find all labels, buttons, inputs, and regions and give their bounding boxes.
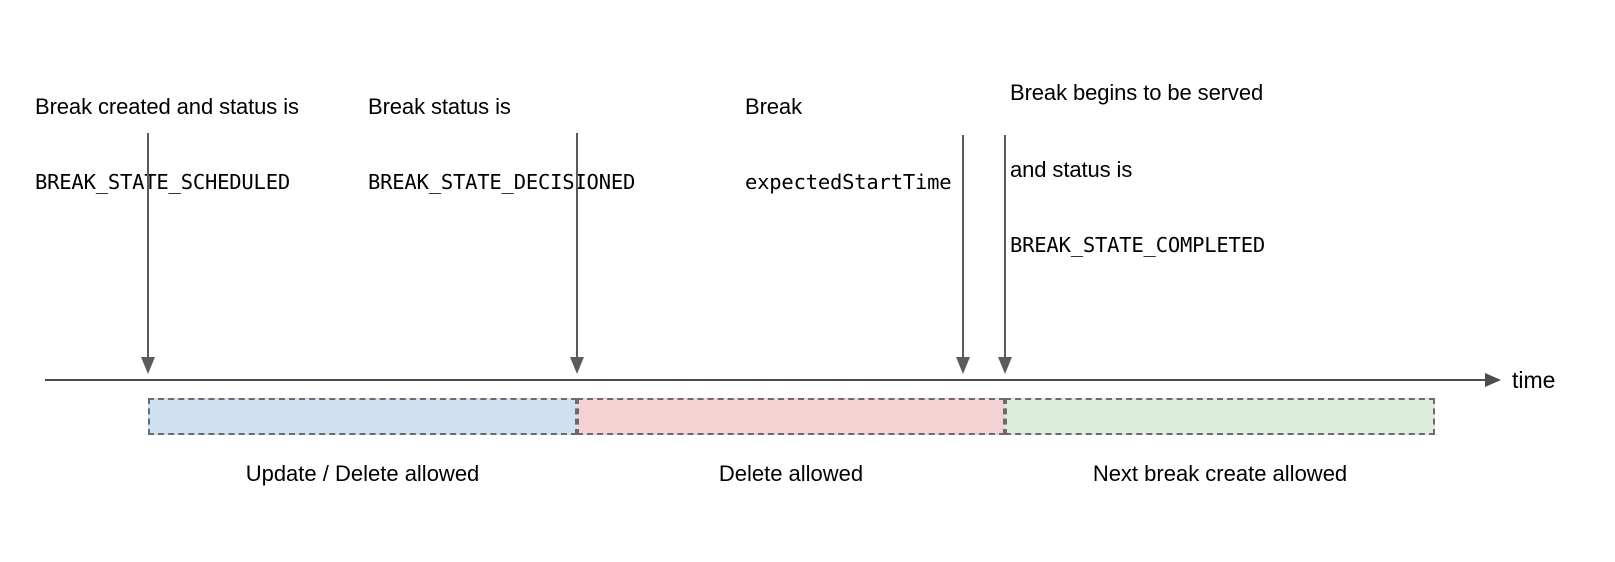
- phase-bar-update-delete: [148, 398, 577, 435]
- event-label-line: Break created and status is: [35, 94, 299, 120]
- event-label-expected-start-time: Break expectedStartTime: [745, 46, 952, 243]
- event-label-line: Break status is: [368, 94, 511, 120]
- arrow-head: [998, 357, 1012, 374]
- phase-bar-next-break: [1005, 398, 1435, 435]
- time-axis-label: time: [1512, 367, 1556, 393]
- event-label-line: expectedStartTime: [745, 170, 952, 195]
- arrow-right-icon: [1485, 373, 1501, 387]
- arrow-head: [570, 357, 584, 374]
- arrow-head: [956, 357, 970, 374]
- event-label-completed: Break begins to be served and status is …: [1010, 32, 1265, 305]
- phase-bar-delete-only: [577, 398, 1005, 435]
- axis-line: [45, 379, 1489, 381]
- event-label-line: Break begins to be served: [1010, 80, 1264, 106]
- phase-caption-next-break: Next break create allowed: [1092, 461, 1348, 486]
- event-label-scheduled: Break created and status is BREAK_STATE_…: [35, 46, 299, 243]
- event-label-line: and status is: [1010, 157, 1133, 183]
- phase-caption-update-delete: Update / Delete allowed: [245, 461, 480, 486]
- arrow-head: [141, 357, 155, 374]
- event-label-line: Break: [745, 94, 802, 120]
- event-label-decisioned: Break status is BREAK_STATE_DECISIONED: [368, 46, 635, 243]
- arrow-down-icon: [955, 135, 971, 374]
- event-label-line: BREAK_STATE_SCHEDULED: [35, 170, 290, 195]
- event-label-line: BREAK_STATE_DECISIONED: [368, 170, 636, 195]
- phase-caption-delete-only: Delete allowed: [718, 461, 864, 486]
- time-axis: [45, 373, 1501, 387]
- arrow-shaft: [1004, 135, 1006, 359]
- event-label-line: BREAK_STATE_COMPLETED: [1010, 232, 1265, 257]
- arrow-shaft: [962, 135, 964, 359]
